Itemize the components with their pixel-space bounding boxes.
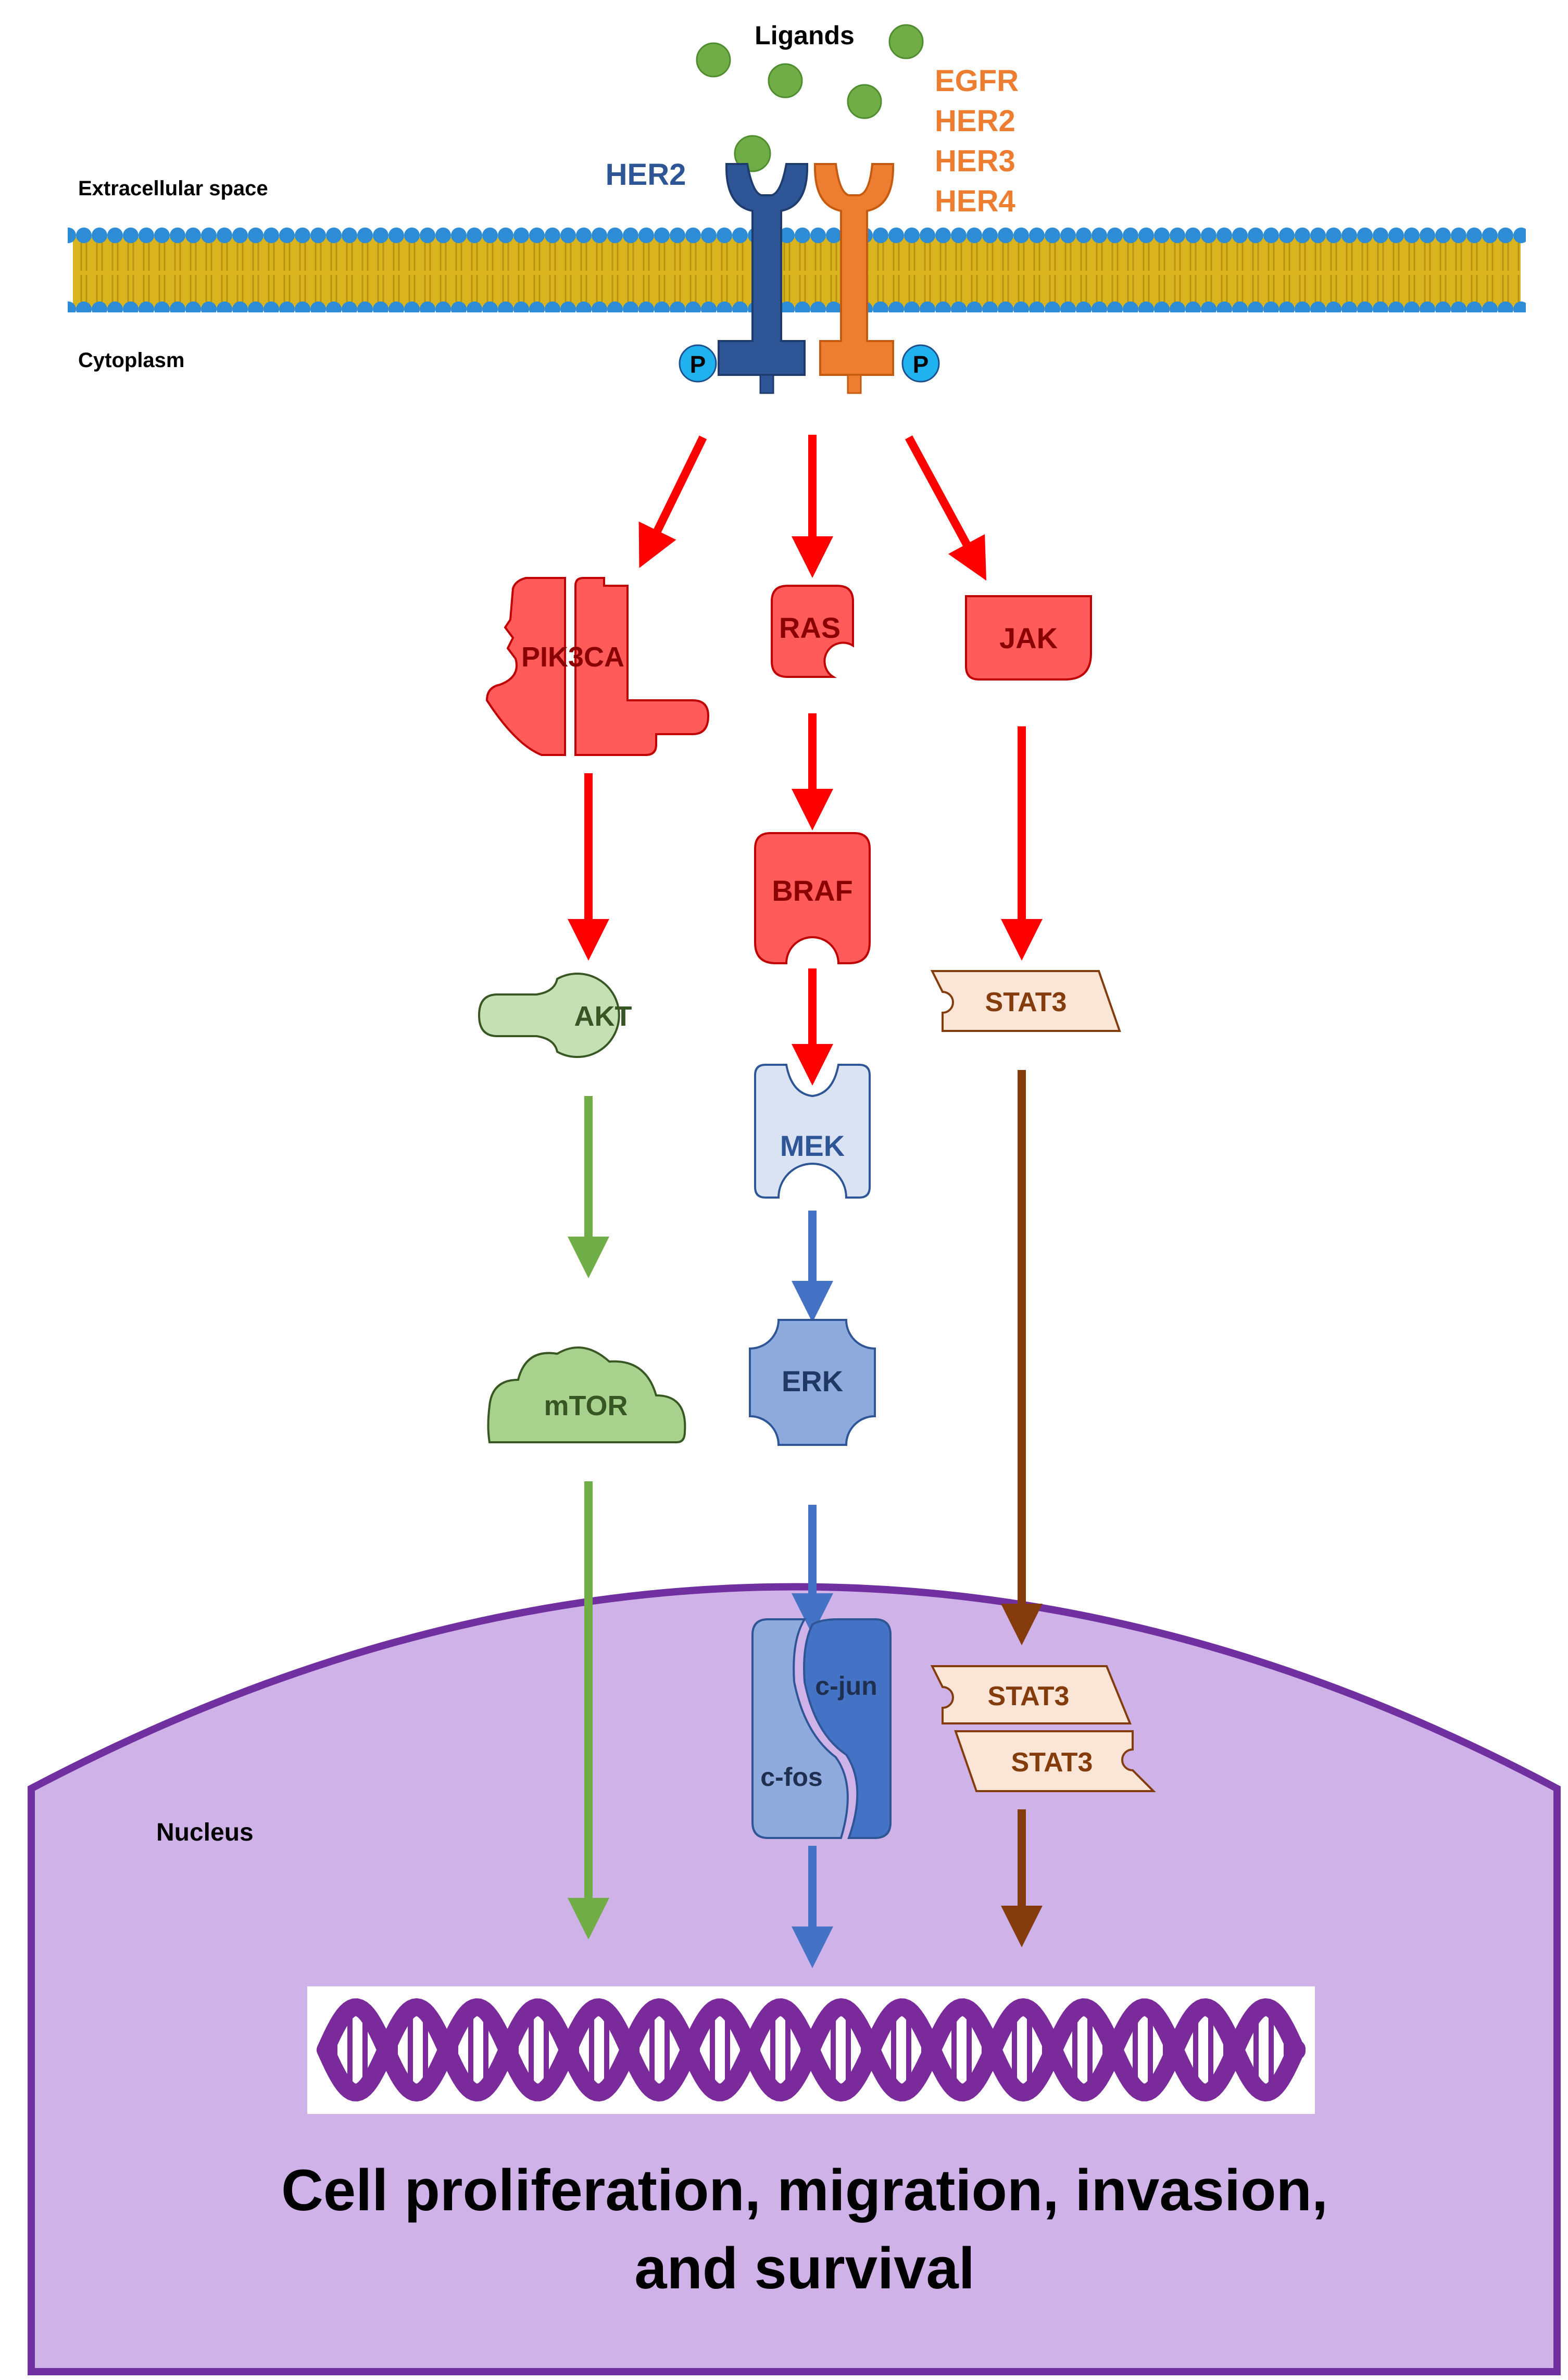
dna-strand: [317, 1998, 1306, 2102]
stat3-dimer-bottom: STAT3: [954, 1730, 1156, 1792]
ras-label: RAS: [779, 611, 841, 644]
ligand-group: Ligands: [696, 21, 924, 172]
her2-receptor-label: HER2: [606, 158, 686, 192]
mek-node: MEK: [754, 1064, 871, 1199]
arrow-receptor-to-jak: [905, 435, 987, 581]
cytoplasm-label: Cytoplasm: [78, 349, 185, 372]
bound-ligand-dot: [734, 135, 771, 172]
cell-membrane: [68, 227, 1526, 319]
partner-label-her3: HER3: [935, 144, 1015, 178]
stat3-dimer-label-b: STAT3: [1011, 1747, 1093, 1778]
jak-label: JAK: [999, 622, 1058, 654]
cjun-shape: [803, 1618, 892, 1839]
mtor-node: mTOR: [487, 1346, 686, 1443]
mtor-label: mTOR: [544, 1390, 628, 1421]
jak-node: JAK: [965, 595, 1092, 681]
nucleus-label: Nucleus: [156, 1819, 254, 1846]
partner-label-her2: HER2: [935, 104, 1015, 138]
extracellular-space-label: Extracellular space: [78, 177, 268, 200]
ligands-label: Ligands: [755, 21, 855, 50]
outcome-line-2: and survival: [634, 2236, 975, 2301]
braf-label: BRAF: [772, 874, 853, 907]
phospho-site-left: P: [679, 344, 717, 383]
mek-label: MEK: [780, 1129, 845, 1162]
dna-helix: [307, 1986, 1315, 2114]
phospho-label-left: P: [690, 351, 706, 378]
cjun-label: c-jun: [815, 1671, 877, 1701]
erk-label: ERK: [782, 1365, 843, 1397]
arrow-receptor-to-pik3ca: [638, 435, 707, 568]
pathway-arrows: [568, 435, 1043, 1968]
stat3-dimer-label-a: STAT3: [988, 1681, 1070, 1711]
partner-receptor-labels: EGFR HER2 HER3 HER4: [935, 64, 1019, 218]
stat3-dimer: STAT3 STAT3: [930, 1665, 1156, 1792]
partner-label-her4: HER4: [935, 184, 1015, 218]
braf-node: BRAF: [754, 832, 871, 964]
ligand-dot: [768, 63, 803, 98]
cfos-shape: [751, 1618, 849, 1839]
akt-node: AKT: [478, 973, 632, 1058]
pik3ca-label: PIK3CA: [521, 641, 624, 673]
partner-receptor: [813, 163, 895, 394]
nucleus: [28, 1583, 1561, 2375]
erk-node: ERK: [749, 1319, 876, 1446]
akt-label: AKT: [574, 1001, 632, 1032]
ligand-dot: [847, 84, 882, 119]
ligand-dot: [696, 42, 731, 78]
membrane-lipid-heads: [68, 227, 1526, 319]
stat3-dimer-top: STAT3: [930, 1665, 1132, 1724]
pik3ca-node: PIK3CA: [485, 577, 710, 756]
stat3-node: STAT3: [930, 970, 1121, 1032]
stat3-label: STAT3: [985, 987, 1067, 1017]
her2-receptor: [718, 163, 809, 394]
outcome-line-1: Cell proliferation, migration, invasion,: [281, 2158, 1328, 2223]
ap1-complex: c-jun c-fos: [751, 1618, 892, 1839]
ligand-dot: [888, 24, 924, 59]
cfos-label: c-fos: [760, 1762, 822, 1792]
phospho-label-right: P: [913, 351, 929, 378]
ras-node: RAS: [771, 585, 854, 678]
phospho-site-right: P: [901, 344, 940, 383]
partner-label-egfr: EGFR: [935, 64, 1019, 98]
